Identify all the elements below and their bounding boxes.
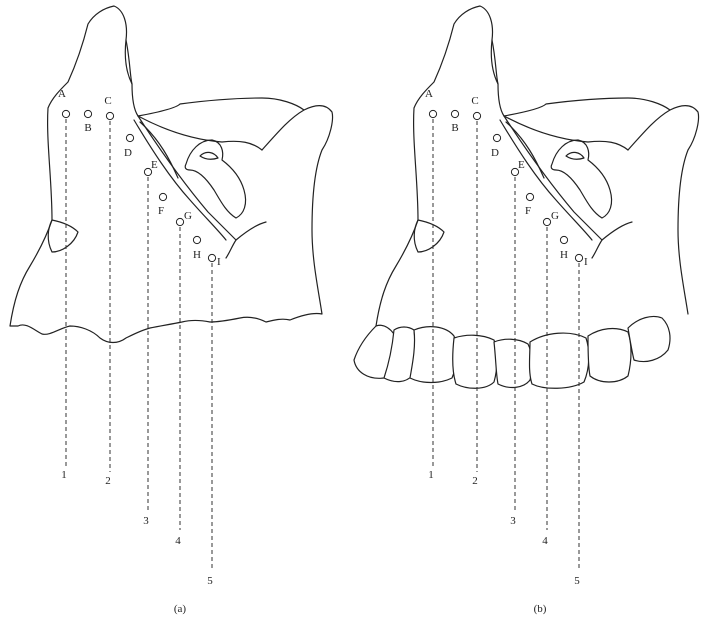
panel-a-point-label-H: H [193,249,201,261]
panel-b-inner-line [505,121,545,179]
panel-b-overlays: 1 2 3 4 5 A B C D E F G H I [425,88,588,587]
panel-b-point-label-H: H [560,249,568,261]
panel-b-point-G [542,217,552,227]
panel-a-point-I [207,253,217,263]
panel-b-point-E [510,167,520,177]
panel-b-point-B [450,109,460,119]
tooth-3 [409,326,458,384]
panel-b-point-C [472,111,482,121]
panel-b-upper-line [503,115,629,151]
panel-b-line-label-5: 5 [574,575,580,587]
panel-b-line-label-1: 1 [428,469,434,481]
panel-b-point-I [574,253,584,263]
panel-b-point-A [428,109,438,119]
panel-b-hook-inner [565,151,585,160]
panel-b-point-H [559,235,569,245]
panel-b-maxilla-outline [375,5,700,327]
panel-a-left-curve [47,219,79,253]
panel-b-ridge-line-2 [499,119,593,241]
panel-a-upper-line [137,115,263,151]
panel-a-point-C [105,111,115,121]
panel-a-point-label-F: F [158,205,164,217]
panel-a-point-D [125,133,135,143]
panel-a-point-label-C: C [104,95,111,107]
panel-b-point-label-C: C [471,95,478,107]
panel-b-point-label-E: E [518,159,525,171]
panel-a-ridge-line [137,115,237,259]
panel-b-point-F [525,192,535,202]
panel-b-upper-line-2 [627,109,671,151]
panel-a-point-E [143,167,153,177]
panel-a-ridge-line-2 [133,119,227,241]
panel-a-hook-inner [199,151,219,160]
panel-a-point-label-B: B [84,122,91,134]
panel-b [353,5,700,389]
panel-b-teeth [353,315,671,389]
panel-b-line-label-2: 2 [472,475,478,487]
panel-a-point-label-G: G [184,210,192,222]
panel-a-lower-line [235,221,267,241]
panel-a-point-label-A: A [58,88,66,100]
tooth-8 [627,315,671,363]
panel-a-point-B [83,109,93,119]
panel-b-line-label-4: 4 [542,535,548,547]
panel-b-ridge-line [503,115,603,259]
panel-a-frontal-ridge [125,39,133,85]
panel-a-overlays: 1 2 3 4 5 A B C D E F G H I [58,88,221,587]
panel-a-inner-line [139,121,179,179]
panel-b-point-label-G: G [551,210,559,222]
tooth-4 [452,334,498,389]
panel-a-caption: (a) [174,603,187,615]
panel-a-line-label-2: 2 [105,475,111,487]
tooth-5 [493,338,533,389]
panel-a-upper-line-2 [261,109,305,151]
panel-a-line-label-3: 3 [143,515,149,527]
panel-b-point-D [492,133,502,143]
panel-a-hook-feature [184,139,247,219]
panel-a-point-H [192,235,202,245]
panel-a-line-label-1: 1 [61,469,67,481]
panel-a-line-label-4: 4 [175,535,181,547]
panel-b-point-label-I: I [584,256,588,268]
panel-a-point-F [158,192,168,202]
panel-b-point-label-F: F [525,205,531,217]
tooth-6 [528,332,590,389]
panel-b-left-curve [413,219,445,253]
panel-b-lower-line [601,221,633,241]
panel-b-caption: (b) [534,603,547,615]
panel-b-frontal-ridge [491,39,499,85]
panel-a-point-label-I: I [217,256,221,268]
panel-a [9,5,334,344]
panel-b-point-label-A: A [425,88,433,100]
panel-b-point-label-D: D [491,147,499,159]
panel-a-point-G [175,217,185,227]
panel-b-point-label-B: B [451,122,458,134]
panel-b-line-label-3: 3 [510,515,516,527]
panel-b-hook-feature [550,139,613,219]
panel-a-point-A [61,109,71,119]
panel-a-line-label-5: 5 [207,575,213,587]
panel-a-point-label-E: E [151,159,158,171]
tooth-7 [587,327,632,383]
panel-a-point-label-D: D [124,147,132,159]
panel-a-maxilla-outline [9,5,334,344]
